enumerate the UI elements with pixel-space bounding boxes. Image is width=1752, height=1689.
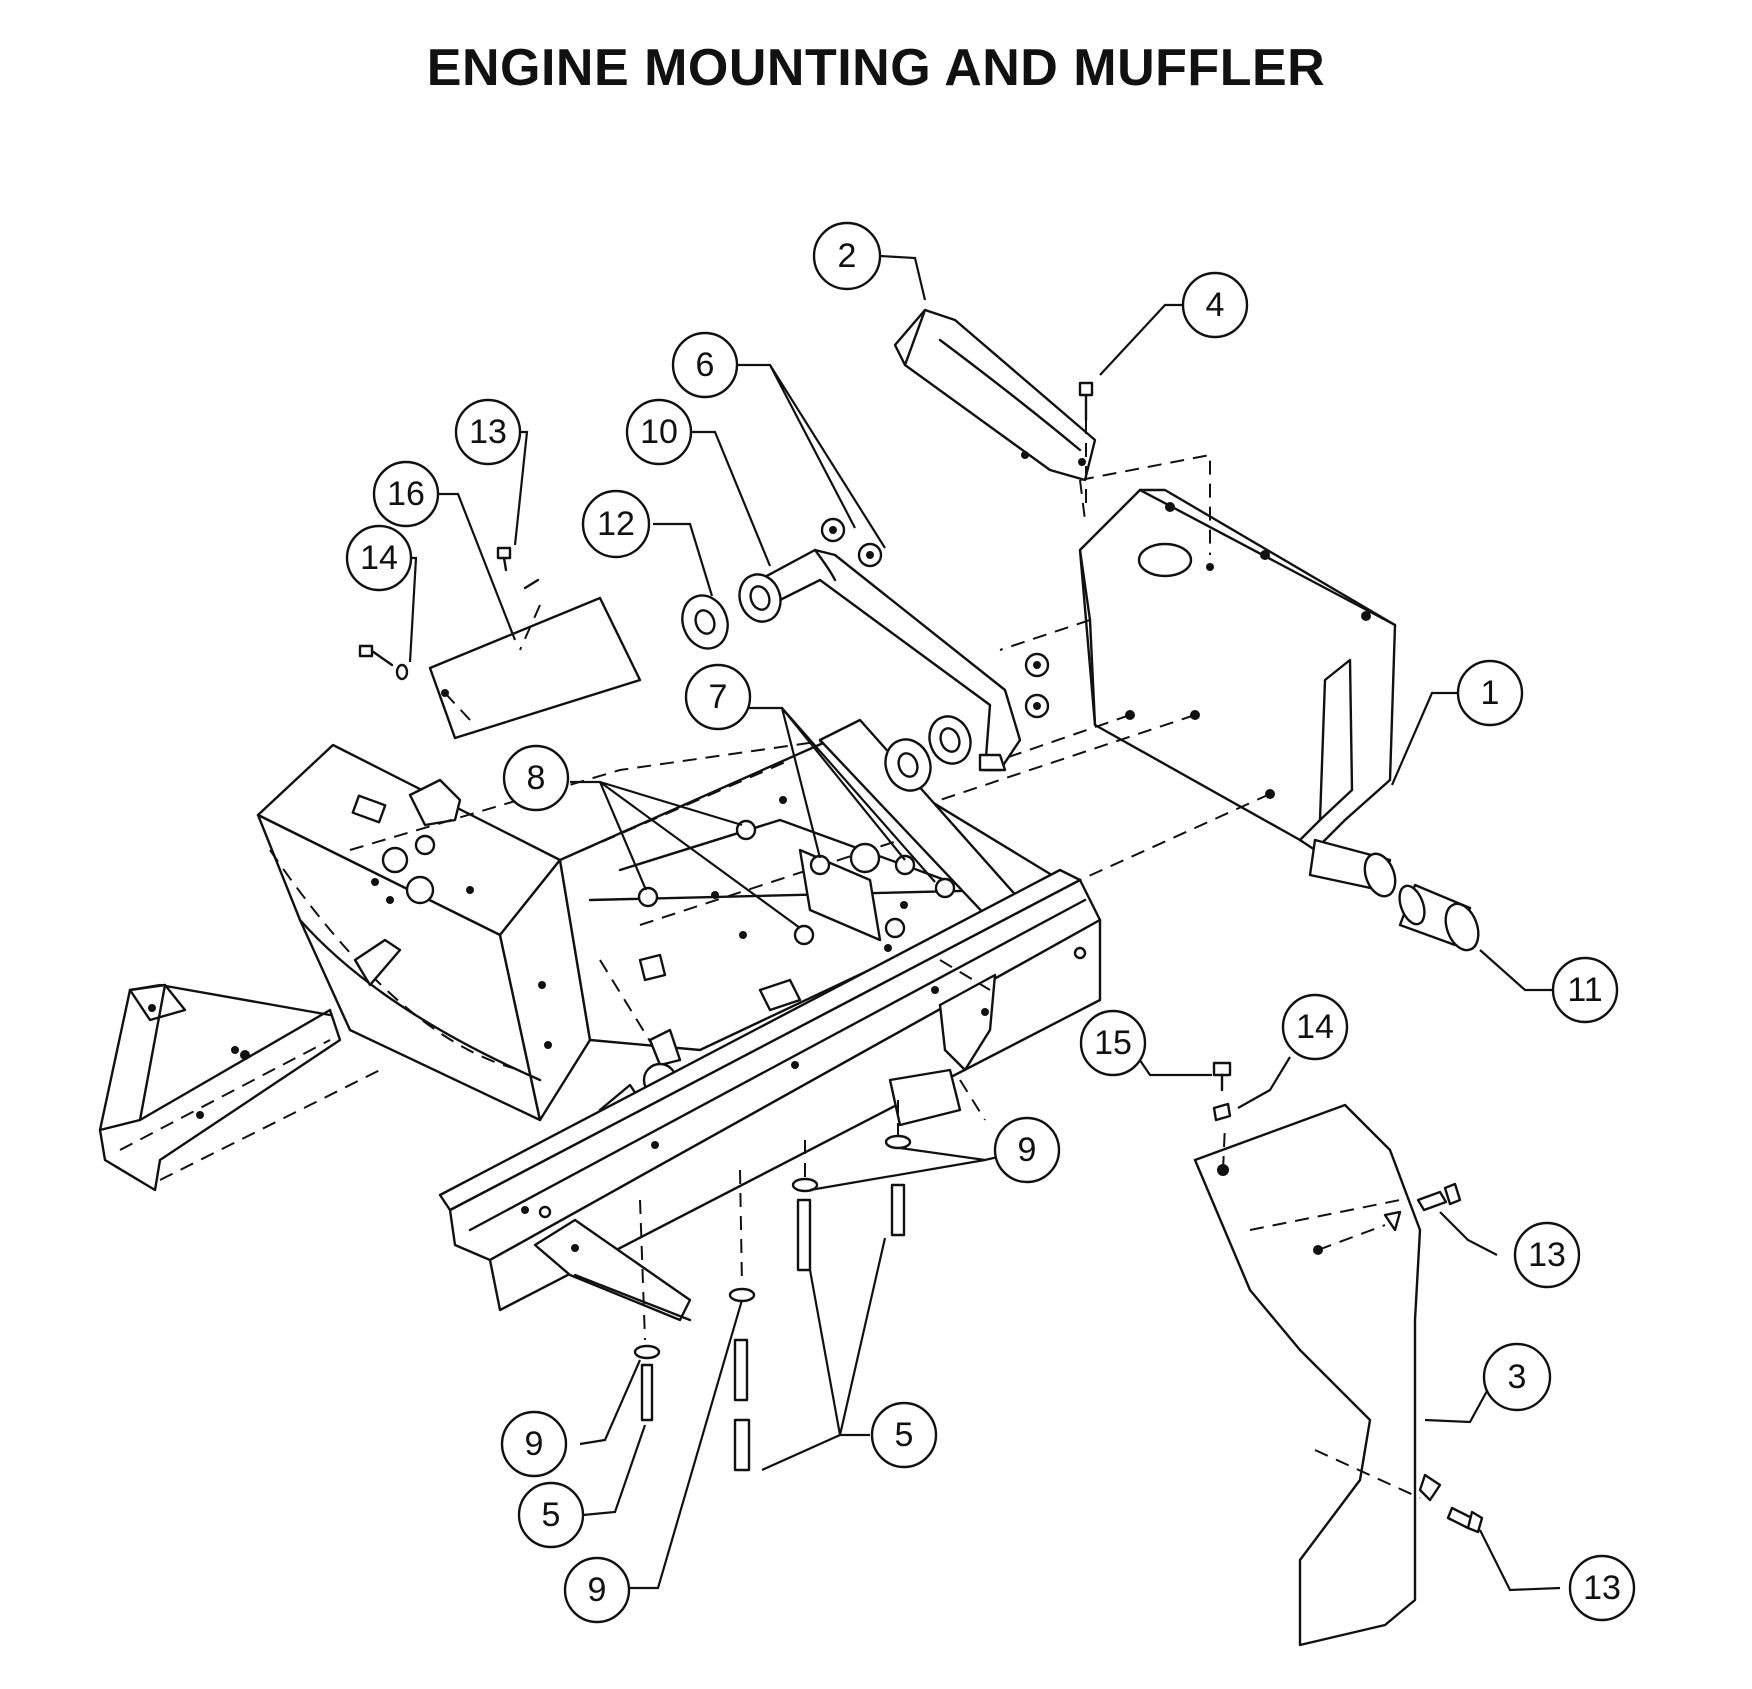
callout-5-right: 5 xyxy=(870,1401,938,1469)
lower-bolts xyxy=(633,1100,912,1472)
callout-9-right: 9 xyxy=(993,1116,1061,1184)
callout-11: 11 xyxy=(1551,956,1619,1024)
callout-15: 15 xyxy=(1079,1009,1147,1077)
callout-16-label: 16 xyxy=(387,475,425,513)
callout-8-label: 8 xyxy=(527,759,546,797)
callouts: 1 2 3 4 5 5 6 7 8 9 9 9 10 11 12 13 13 1… xyxy=(345,221,1636,1624)
muffler-assembly xyxy=(939,453,1397,898)
callout-10-label: 10 xyxy=(640,413,678,451)
callout-9-bottom: 9 xyxy=(563,1556,631,1624)
callout-4: 4 xyxy=(1181,271,1249,339)
callout-1-label: 1 xyxy=(1481,674,1500,712)
callout-14-left-label: 14 xyxy=(360,539,398,577)
callout-5-left-label: 5 xyxy=(542,1496,561,1534)
callout-9-bottom-label: 9 xyxy=(588,1571,607,1609)
callout-11-label: 11 xyxy=(1567,971,1602,1009)
callout-6: 6 xyxy=(671,331,739,399)
muffler-guard xyxy=(893,308,1097,510)
callout-14-left: 14 xyxy=(345,524,413,592)
callout-3-label: 3 xyxy=(1508,1358,1527,1396)
mount-hardware xyxy=(637,819,956,946)
callout-9-left: 9 xyxy=(500,1410,568,1478)
exhaust-pipe xyxy=(681,517,1050,792)
engine-frame xyxy=(98,718,1102,1322)
side-shield xyxy=(1193,1061,1484,1647)
shield-plate xyxy=(358,546,642,740)
callout-9-left-label: 9 xyxy=(525,1425,544,1463)
callout-7-label: 7 xyxy=(709,678,728,716)
callout-16: 16 xyxy=(372,460,440,528)
callout-3: 3 xyxy=(1482,1342,1552,1412)
callout-13-top-left-label: 13 xyxy=(469,413,507,451)
callout-8: 8 xyxy=(502,744,570,812)
callout-2: 2 xyxy=(812,221,882,291)
callout-2-label: 2 xyxy=(838,237,857,275)
callout-6-label: 6 xyxy=(696,346,715,384)
tailpipe xyxy=(1398,883,1480,952)
callout-5-right-label: 5 xyxy=(895,1416,914,1454)
callout-13-right: 13 xyxy=(1513,1221,1581,1289)
callout-9-right-label: 9 xyxy=(1018,1131,1037,1169)
callout-5-left: 5 xyxy=(517,1481,585,1549)
callout-12: 12 xyxy=(581,489,651,559)
callout-12-label: 12 xyxy=(597,505,635,543)
callout-10: 10 xyxy=(625,398,693,466)
callout-13-right-label: 13 xyxy=(1528,1236,1566,1274)
callout-4-label: 4 xyxy=(1206,286,1225,324)
diagram-title: ENGINE MOUNTING AND MUFFLER xyxy=(426,39,1326,97)
callout-15-label: 15 xyxy=(1094,1024,1132,1062)
callout-13-top-left: 13 xyxy=(454,398,522,466)
callout-7: 7 xyxy=(684,663,752,731)
callout-14-right-label: 14 xyxy=(1296,1008,1334,1046)
callout-14-right: 14 xyxy=(1281,993,1349,1061)
callout-13-bottom-right-label: 13 xyxy=(1583,1569,1621,1607)
callout-1: 1 xyxy=(1456,659,1524,727)
callout-13-bottom-right: 13 xyxy=(1568,1554,1636,1622)
